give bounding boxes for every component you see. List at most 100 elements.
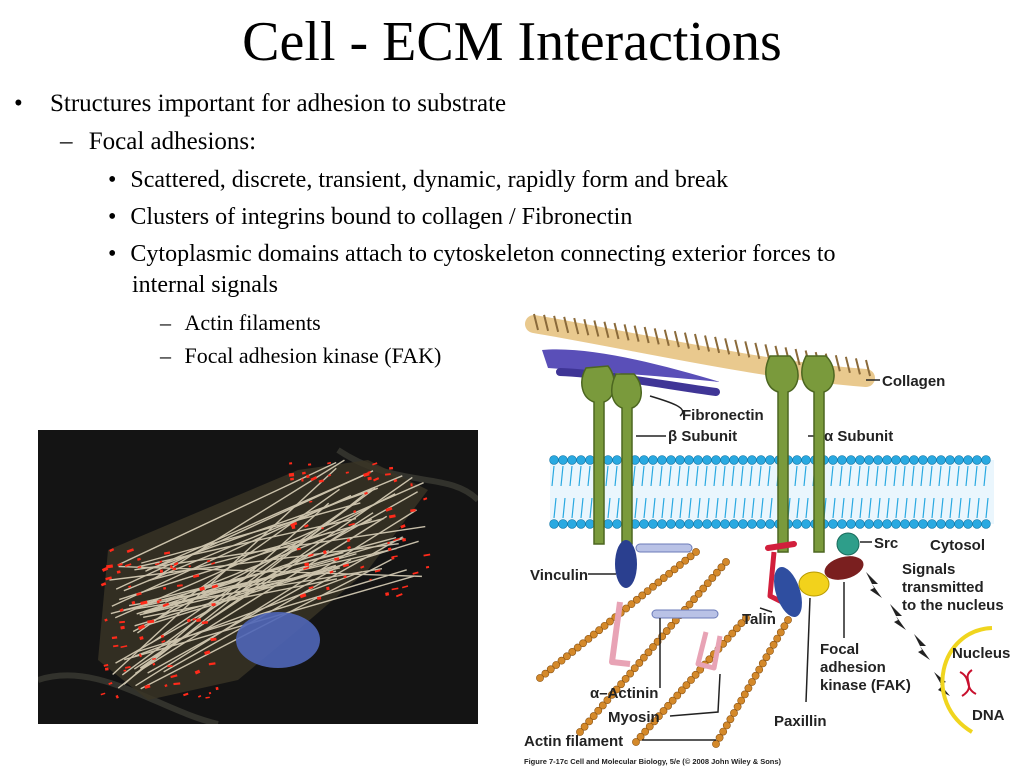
actin-monomer xyxy=(600,621,609,630)
lipid-head xyxy=(846,455,856,465)
lipid-head xyxy=(936,519,946,529)
paxillin xyxy=(798,571,830,597)
lipid-tail xyxy=(733,497,737,519)
actin-monomer xyxy=(664,701,672,710)
adhesion-spot xyxy=(104,618,108,622)
lipid-head xyxy=(972,455,982,465)
lipid-head xyxy=(873,519,883,529)
actin-monomer xyxy=(682,681,691,690)
adhesion-spot xyxy=(152,657,156,661)
actin-monomer xyxy=(589,630,598,639)
lipid-tail xyxy=(731,465,735,487)
adhesion-spot xyxy=(364,491,368,495)
adhesion-spot xyxy=(402,538,407,542)
stress-fibers xyxy=(109,459,426,690)
lipid-head xyxy=(963,519,973,529)
lipid-head xyxy=(927,455,937,465)
adhesion-spot xyxy=(290,521,298,527)
label-cytosol: Cytosol xyxy=(930,537,985,554)
actin-monomer xyxy=(780,622,789,631)
adhesion-spot xyxy=(154,562,160,566)
lipid-tail xyxy=(751,497,755,519)
actin-monomer xyxy=(751,671,760,680)
adhesion-spot xyxy=(387,547,392,552)
lipid-tail xyxy=(875,465,879,487)
actin-monomer xyxy=(541,669,550,678)
actin-monomer xyxy=(717,563,726,572)
lipid-tail xyxy=(803,465,807,487)
actin-monomer xyxy=(536,674,544,682)
adhesion-spot xyxy=(163,551,171,555)
alpha-actinin-bend xyxy=(609,601,631,667)
lipid-tail xyxy=(974,465,978,487)
bullet-level3: • Cytoplasmic domains attach to cytoskel… xyxy=(108,241,836,268)
lipid-tail xyxy=(904,497,908,519)
lipid-head xyxy=(738,455,748,465)
stress-fiber xyxy=(147,559,352,674)
label-vinculin: Vinculin xyxy=(530,567,588,584)
stress-fiber xyxy=(120,547,397,612)
adhesion-spot xyxy=(303,566,310,570)
adhesion-spot xyxy=(124,563,132,567)
lipid-tail xyxy=(722,465,726,487)
adhesion-spot xyxy=(301,478,304,482)
lipid-tail xyxy=(931,497,935,519)
adhesion-spot xyxy=(136,592,142,596)
actin-monomer xyxy=(675,561,684,569)
lipid-tail xyxy=(794,465,798,487)
adhesion-spot xyxy=(296,547,301,551)
stress-fiber xyxy=(147,540,419,626)
actin-monomer xyxy=(744,684,753,693)
actin-monomer xyxy=(681,556,690,565)
lipid-head xyxy=(567,455,577,465)
lipid-head xyxy=(675,519,685,529)
adhesion-spot xyxy=(327,474,332,477)
actin-monomer xyxy=(635,659,644,667)
adhesion-spot xyxy=(188,565,191,568)
lipid-tail xyxy=(686,465,690,487)
adhesion-spot xyxy=(162,602,170,608)
actin-monomer xyxy=(626,669,635,678)
actin-monomer xyxy=(568,648,577,656)
actin-monomer xyxy=(665,569,674,578)
adhesion-spot xyxy=(334,557,340,561)
actin-monomer xyxy=(636,732,645,741)
lipid-head xyxy=(945,519,955,529)
actin-monomer xyxy=(685,600,694,609)
adhesion-spot xyxy=(208,691,212,695)
adhesion-spot xyxy=(363,472,370,477)
adhesion-spot xyxy=(393,537,400,542)
lipid-tail xyxy=(967,497,971,519)
vinculin-linker xyxy=(635,543,693,553)
actin-monomer xyxy=(690,595,698,604)
adhesion-spot xyxy=(317,596,322,600)
bullet-text: Actin filaments xyxy=(184,310,321,335)
adhesion-spot xyxy=(140,600,148,605)
lipid-tail xyxy=(740,465,744,487)
adhesion-spot xyxy=(372,462,378,466)
actin-monomer xyxy=(659,707,668,715)
nuclear-envelope xyxy=(940,626,993,734)
bullet-text: Structures important for adhesion to sub… xyxy=(50,90,507,117)
leader-line xyxy=(759,607,773,613)
lipid-tail xyxy=(758,465,762,487)
src xyxy=(836,532,860,556)
leader-line xyxy=(669,673,721,717)
actin-monomer xyxy=(621,674,630,683)
adhesion-spot xyxy=(159,560,163,564)
label-alpha-subunit: α Subunit xyxy=(824,428,893,445)
bullet-marker: • xyxy=(108,167,117,193)
lipid-head xyxy=(711,455,721,465)
adhesion-spot xyxy=(211,602,216,607)
lipid-head xyxy=(648,455,658,465)
bullet-level3: • Scattered, discrete, transient, dynami… xyxy=(108,167,728,194)
lipid-head xyxy=(612,455,622,465)
adhesion-spot xyxy=(369,578,372,581)
lipid-head xyxy=(684,455,694,465)
adhesion-spot xyxy=(119,620,125,624)
lipid-head xyxy=(918,455,928,465)
lipid-tail xyxy=(677,465,681,487)
lipid-tail xyxy=(560,465,564,487)
adhesion-spot xyxy=(306,474,310,479)
lipid-head xyxy=(738,519,748,529)
